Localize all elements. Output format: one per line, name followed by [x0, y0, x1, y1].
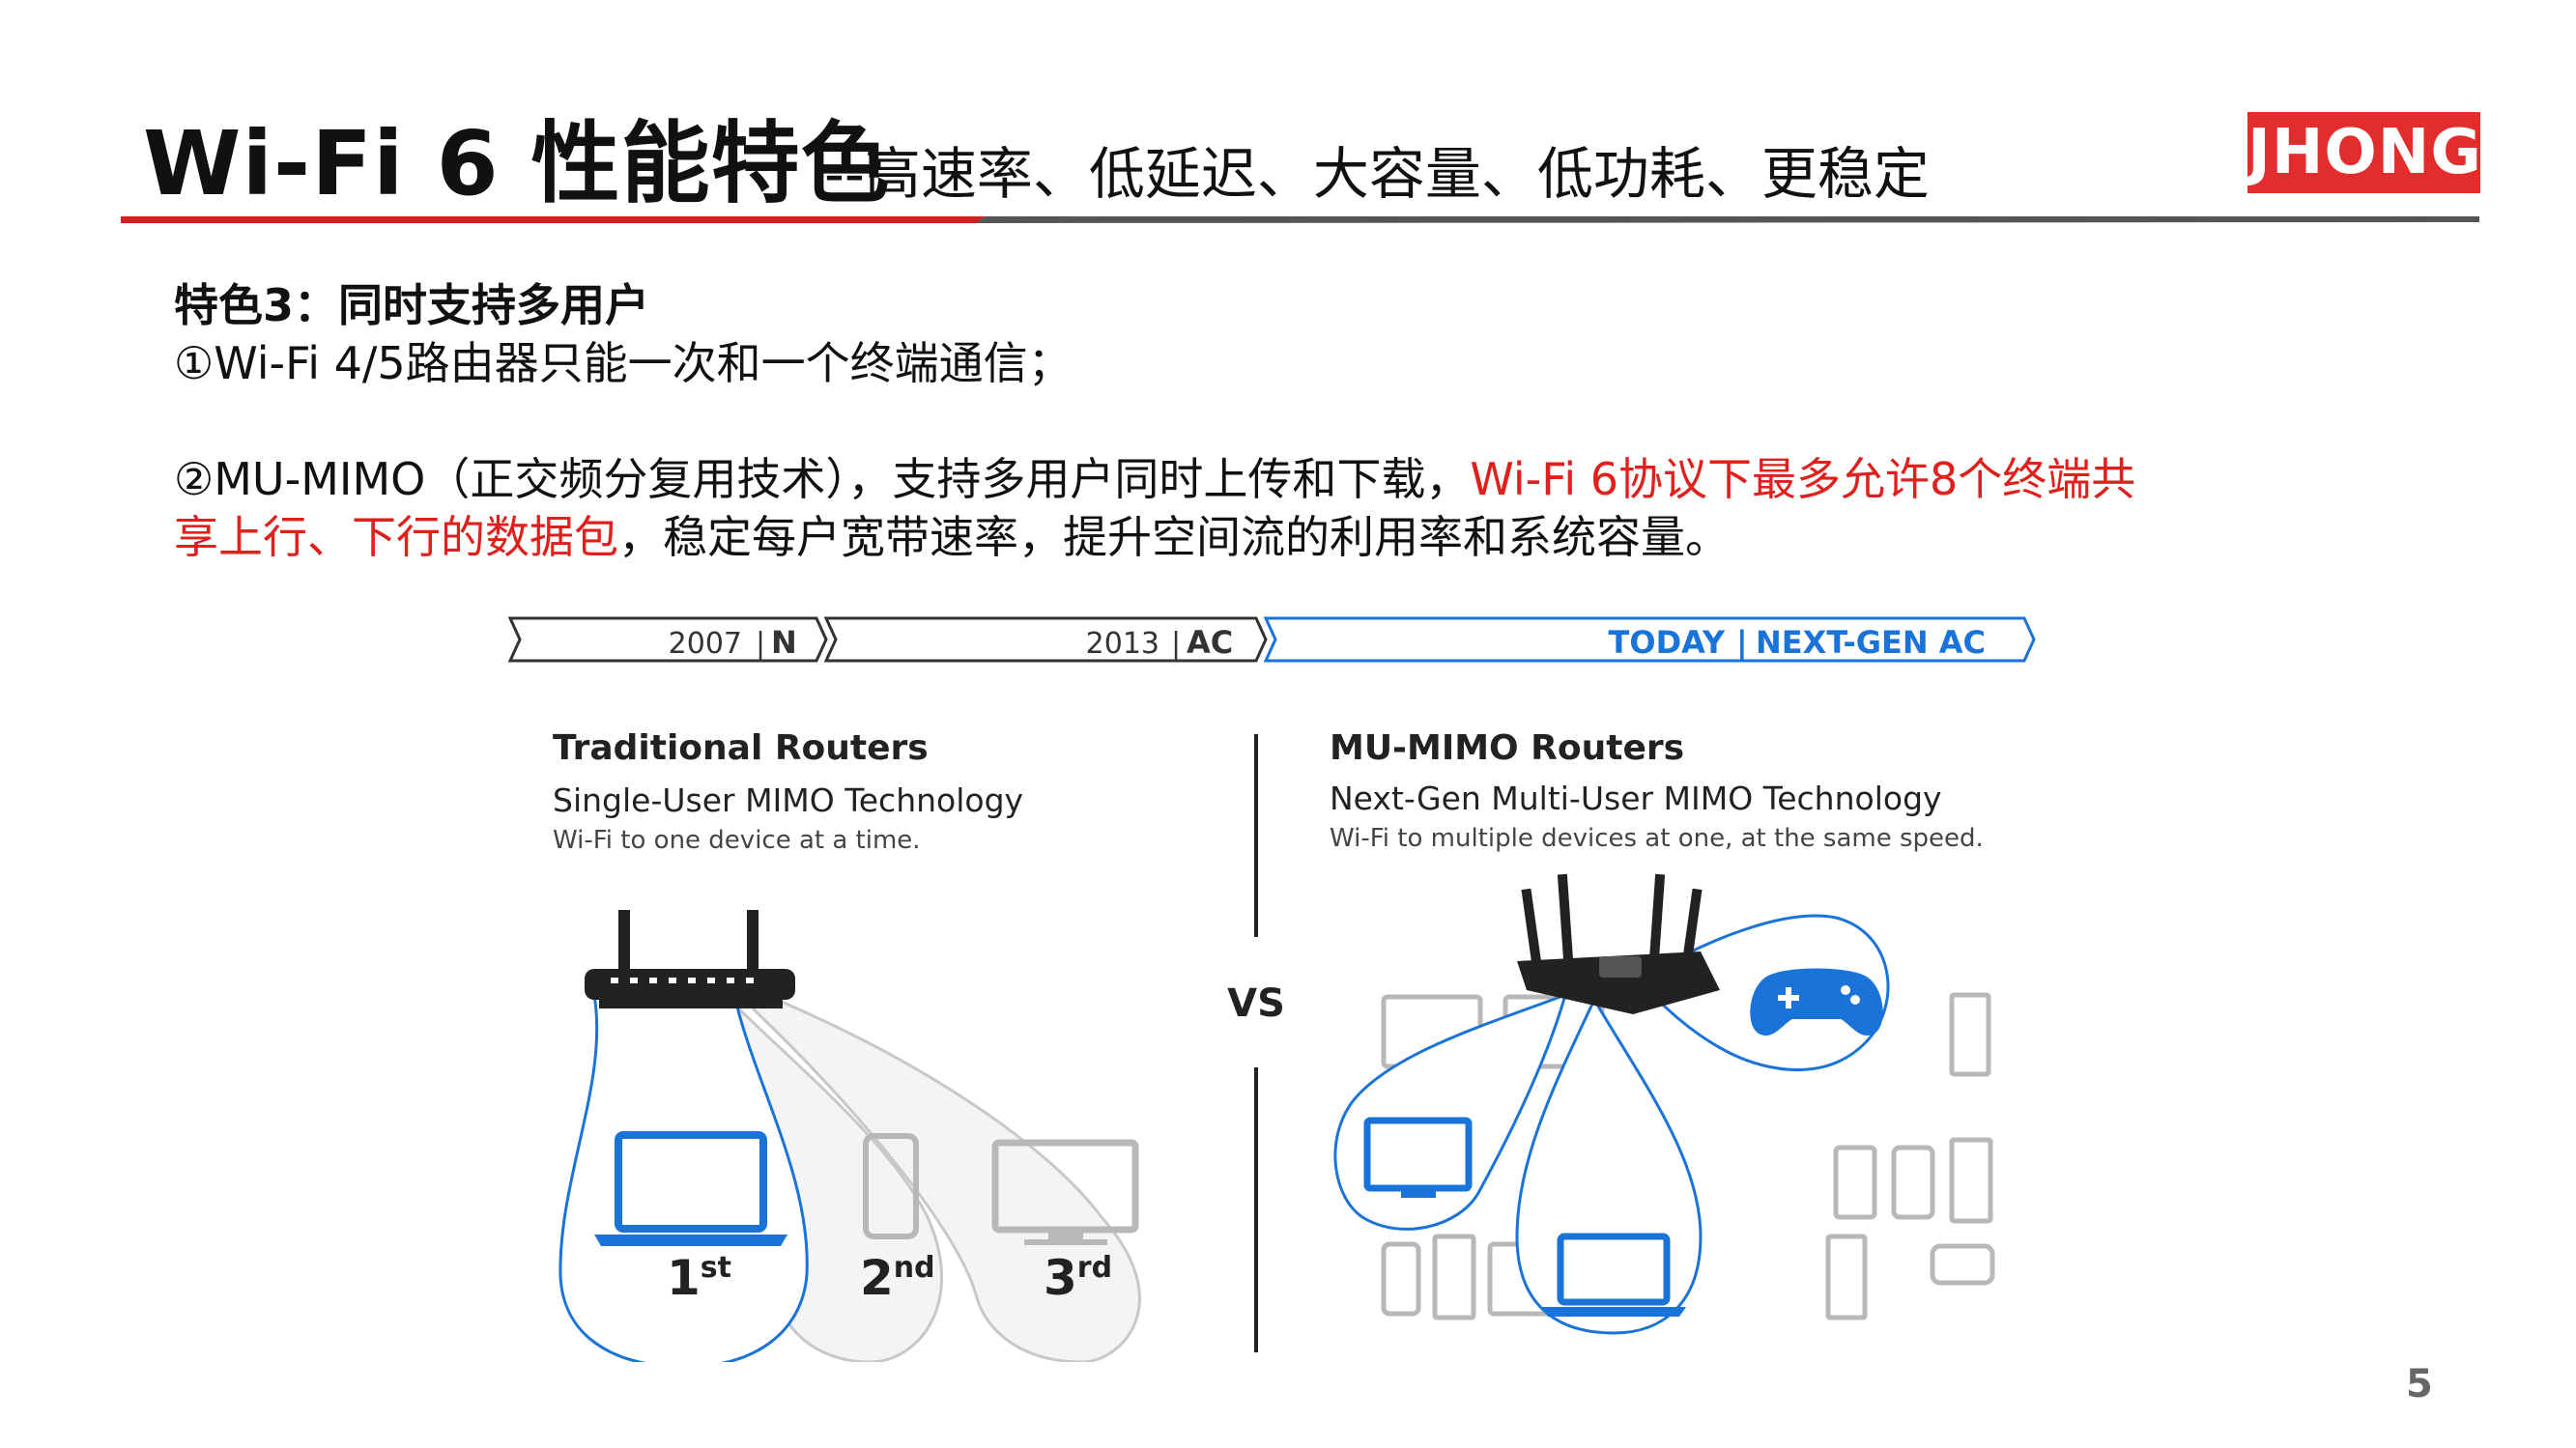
console-icon	[1930, 1243, 1995, 1286]
phone-icon	[863, 1133, 919, 1239]
feature-point-2-line-2: 享上行、下行的数据包，稳定每户宽带速率，提升空间流的利用率和系统容量。	[174, 502, 1730, 566]
phone-icon	[1381, 1241, 1421, 1317]
power-outlet-icon	[1825, 1234, 1868, 1320]
slide-title: Wi-Fi 6 性能特色	[143, 112, 891, 215]
laptop-icon	[594, 1131, 787, 1246]
label-1st: 1st	[667, 1250, 731, 1306]
timeline-segment-ac	[823, 616, 1268, 663]
feature-point-2-text: ②MU-MIMO（正交频分复用技术），支持多用户同时上传和下载，	[174, 453, 1471, 505]
gamepad-icon	[1750, 968, 1883, 1036]
timeline-segment-today	[1263, 616, 2036, 663]
monitor-icon	[991, 1139, 1139, 1245]
power-outlet-icon	[1949, 992, 1991, 1077]
timeline-year-2013: 2013	[1086, 627, 1159, 661]
feature-point-2-highlight: Wi-Fi 6协议下最多允许8个终端共	[1470, 453, 2136, 505]
mu-mimo-router-icon	[1517, 873, 1720, 1014]
mu-mimo-routers-title: MU-MIMO Routers	[1330, 728, 1684, 768]
timeline-today: TODAY	[1609, 624, 1726, 661]
tower-pc-icon	[1432, 1234, 1476, 1320]
feature-point-2-tail: ，稳定每户宽带速率，提升空间流的利用率和系统容量。	[618, 511, 1730, 563]
feature-point-2-line-1: ②MU-MIMO（正交频分复用技术），支持多用户同时上传和下载，Wi-Fi 6协…	[174, 444, 2135, 508]
phone-icon	[1891, 1145, 1935, 1220]
mu-mimo-diagram: 2007 | N 2013 | AC TODAY | NEXT-GEN AC T…	[507, 616, 2036, 1362]
slide-subtitle: --高速率、低延迟、大容量、低功耗、更稳定	[824, 141, 1930, 207]
multi-user-mimo-subtitle: Next-Gen Multi-User MIMO Technology	[1330, 780, 1942, 817]
laptop-icon	[1541, 1233, 1686, 1317]
feature-point-2-highlight-cont: 享上行、下行的数据包	[174, 511, 618, 563]
mu-beam-tv	[1333, 992, 1568, 1231]
timeline-segment-n	[507, 616, 828, 663]
timeline-divider: |	[1736, 624, 1748, 662]
tower-pc-icon	[1949, 1137, 1993, 1224]
feature-heading: 特色3：同时支持多用户	[174, 279, 650, 331]
vs-label: VS	[1227, 981, 1285, 1026]
traditional-router-icon	[585, 910, 795, 1008]
single-user-mimo-desc: Wi-Fi to one device at a time.	[553, 826, 921, 855]
title-underline	[121, 216, 2479, 223]
timeline-std-ac: AC	[1187, 624, 1233, 661]
single-user-mimo-subtitle: Single-User MIMO Technology	[553, 781, 1023, 819]
timeline-divider: |	[1171, 627, 1181, 661]
timeline	[507, 616, 2036, 663]
feature-point-1: ①Wi-Fi 4/5路由器只能一次和一个终端通信；	[174, 337, 1073, 389]
traditional-routers-title: Traditional Routers	[553, 728, 929, 768]
beam-1st	[558, 993, 809, 1362]
label-2nd: 2nd	[860, 1250, 935, 1306]
timeline-year-2007: 2007	[669, 627, 742, 661]
beam-3rd	[752, 987, 1141, 1362]
multi-user-mimo-desc: Wi-Fi to multiple devices at one, at the…	[1330, 824, 1984, 853]
timeline-divider: |	[756, 627, 765, 661]
timeline-next-gen: NEXT-GEN AC	[1756, 624, 1986, 661]
label-3rd: 3rd	[1044, 1250, 1112, 1306]
tv-icon	[1363, 1117, 1473, 1198]
timeline-std-n: N	[771, 624, 797, 661]
speaker-icon	[1833, 1145, 1877, 1220]
page-number: 5	[2406, 1362, 2433, 1406]
brand-logo: JHONG	[2247, 112, 2481, 193]
